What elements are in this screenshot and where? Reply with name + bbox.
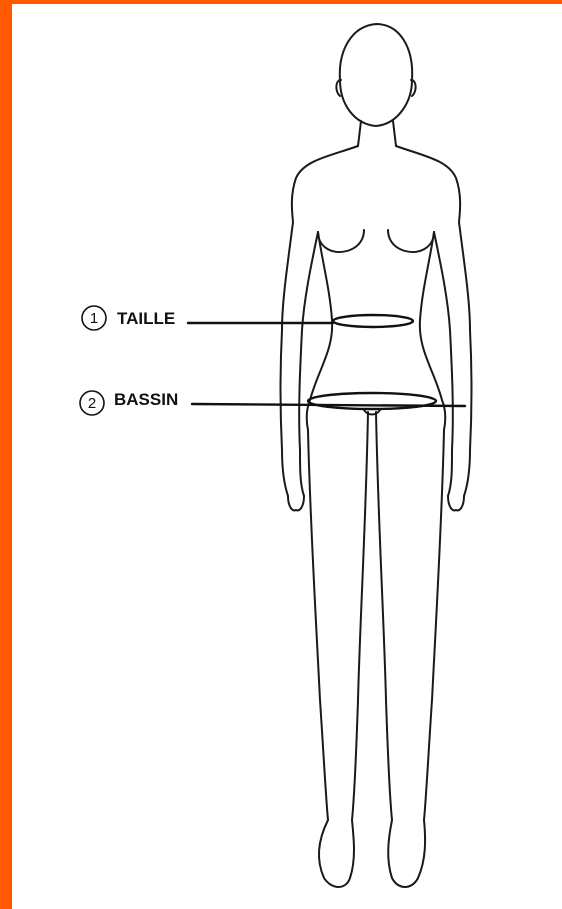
left-hand (288, 496, 304, 510)
head (340, 24, 412, 126)
torso-right (420, 232, 445, 430)
neck-left (358, 121, 361, 146)
bust-right (388, 230, 434, 252)
right-shoulder (396, 146, 460, 222)
right-arm-outer (459, 222, 472, 496)
label-bassin: BASSIN (114, 390, 178, 409)
number-1: 1 (90, 310, 98, 327)
measurement-taille: 1 TAILLE (82, 306, 413, 330)
crotch (364, 410, 380, 415)
measurement-bassin: 2 BASSIN (80, 390, 465, 415)
neck-right (393, 121, 396, 146)
torso-left (307, 232, 332, 430)
right-hand (448, 496, 464, 510)
label-taille: TAILLE (117, 309, 175, 328)
right-leg-inner (376, 412, 392, 820)
number-2: 2 (88, 395, 96, 412)
hip-leader-line (192, 404, 465, 406)
female-figure-outline (281, 24, 472, 887)
left-leg-outer (308, 430, 328, 820)
left-leg-inner (352, 412, 368, 820)
left-foot (319, 820, 354, 887)
left-arm-outer (281, 222, 294, 496)
left-shoulder (292, 146, 358, 222)
bust-left (318, 230, 364, 252)
right-leg-outer (424, 430, 444, 820)
waist-band (333, 315, 413, 327)
right-foot (388, 820, 425, 887)
